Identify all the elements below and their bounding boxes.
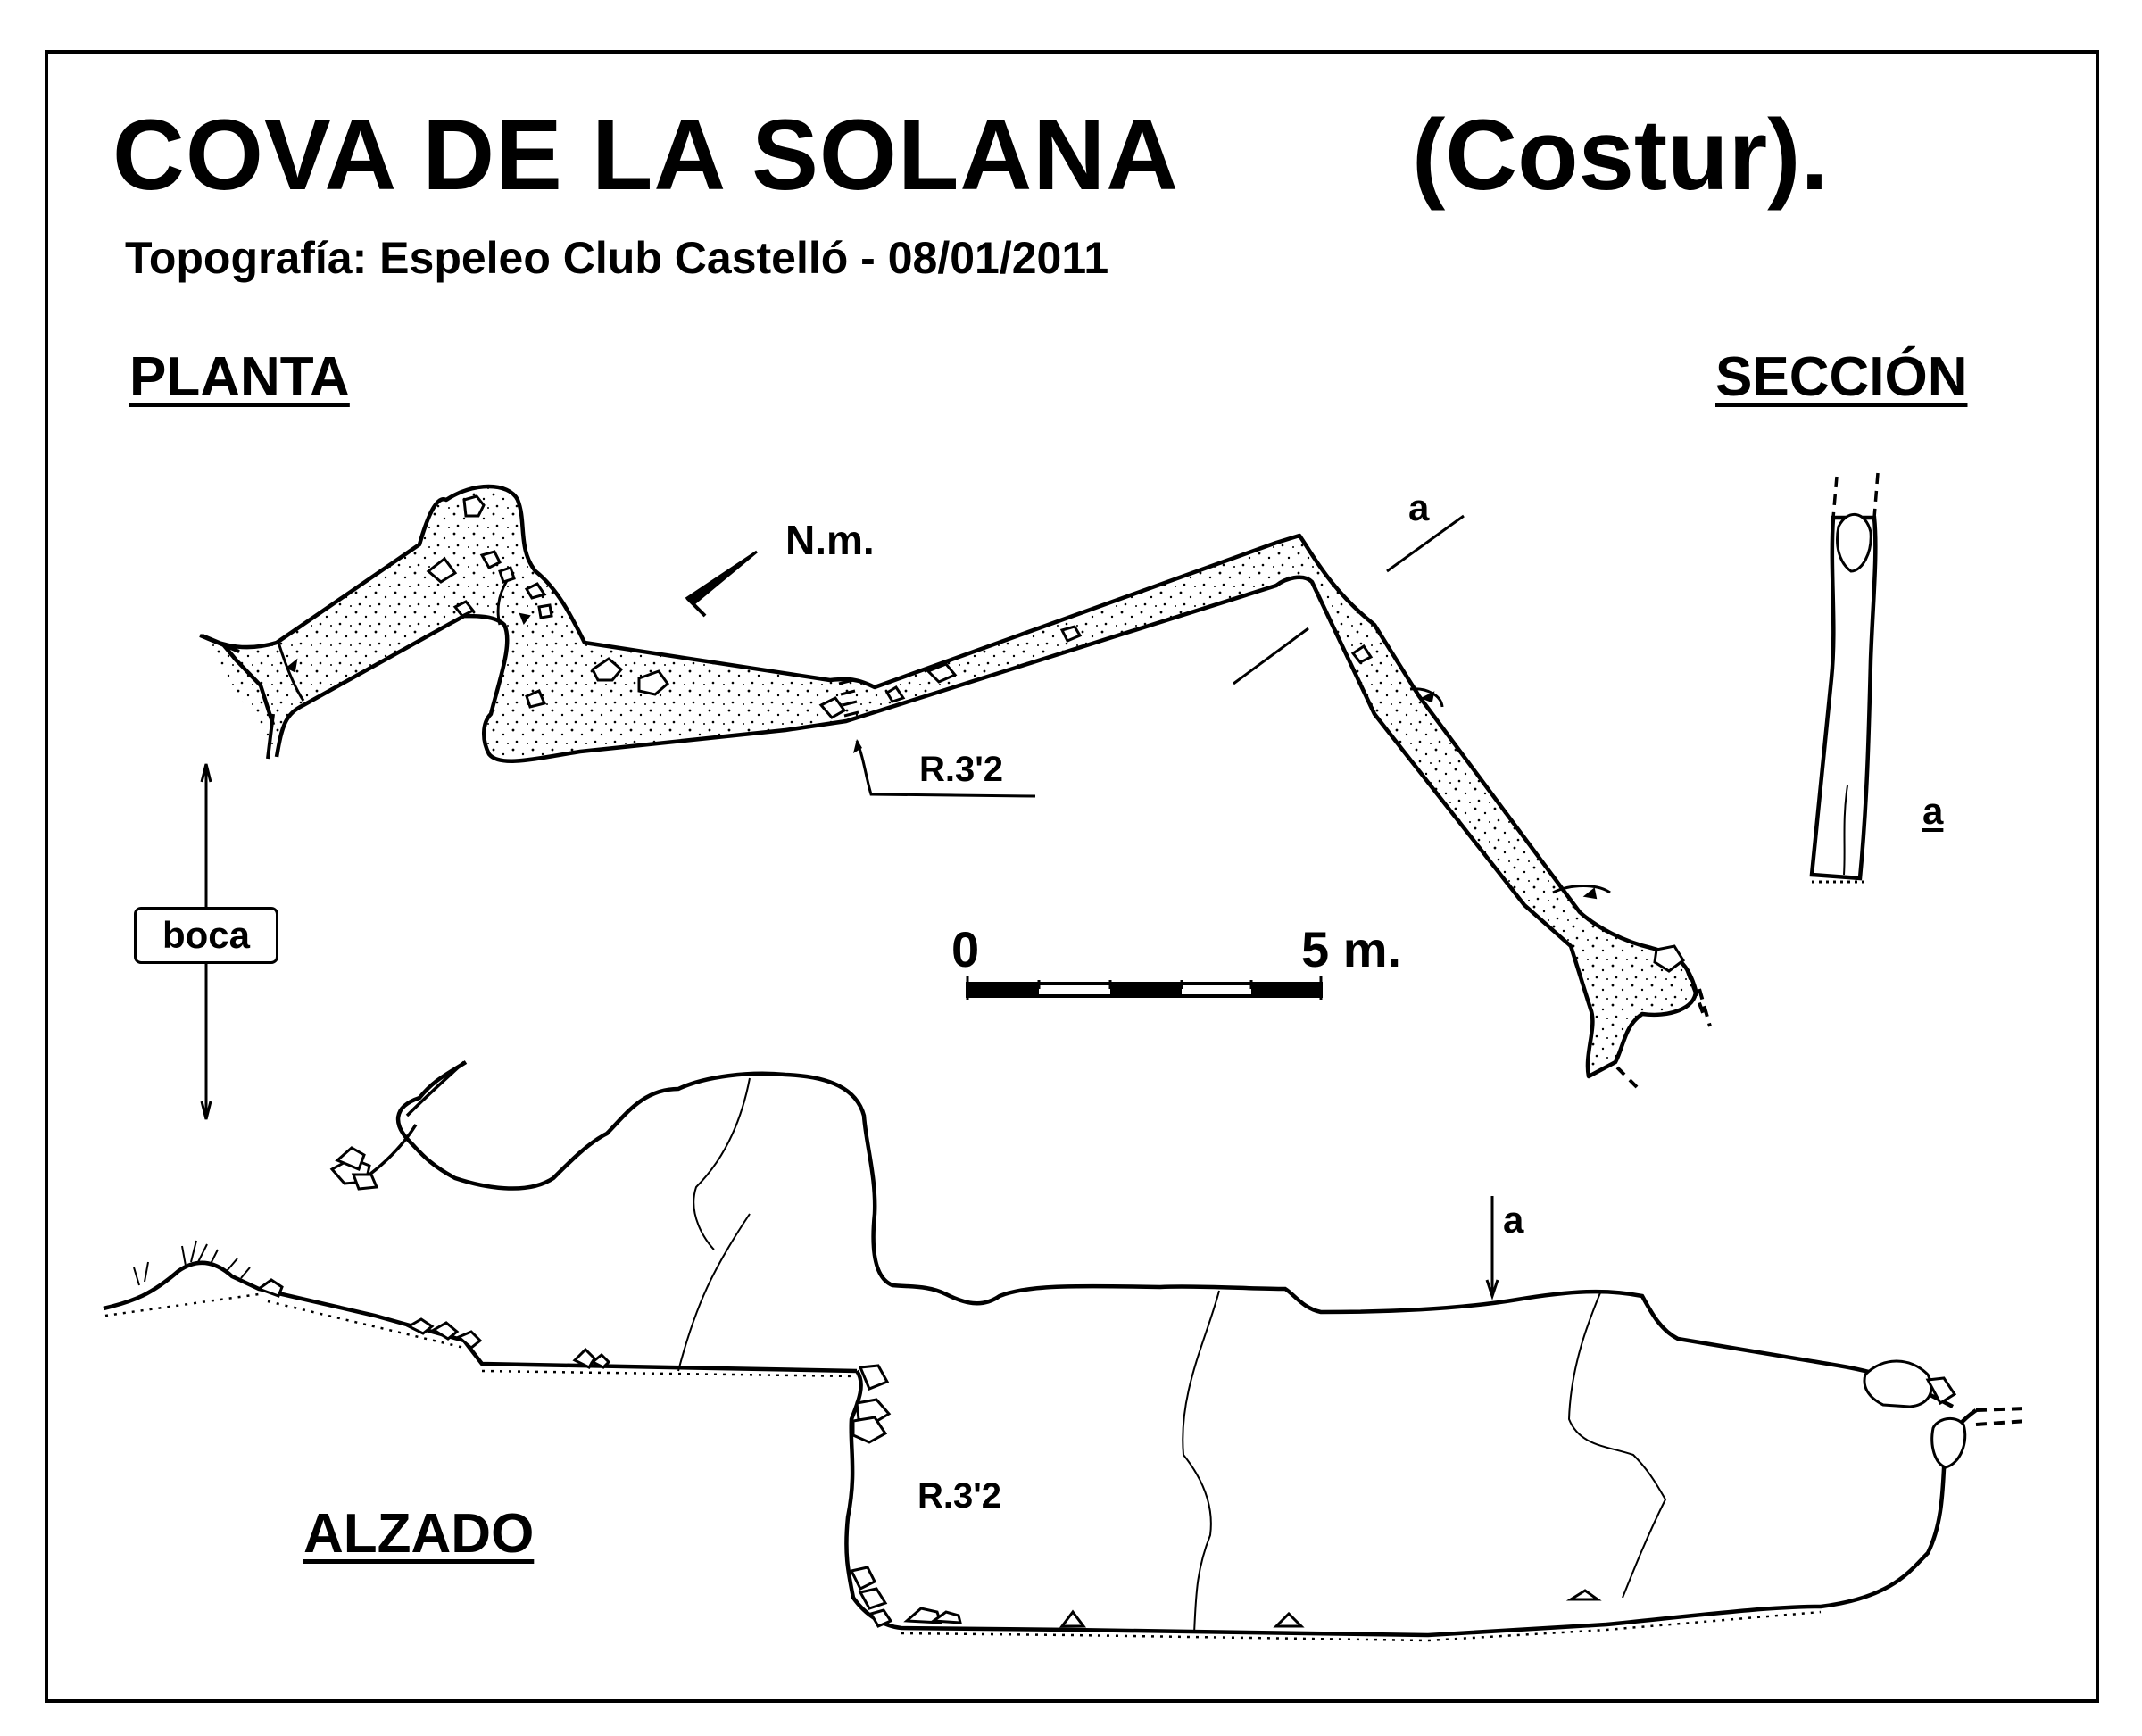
elevation-view bbox=[103, 1060, 2029, 1642]
section-mark-label-elevation: a bbox=[1503, 1199, 1524, 1241]
scale-end-label: 5 m. bbox=[1301, 921, 1402, 977]
map-title: COVA DE LA SOLANA bbox=[112, 99, 1180, 211]
entrance-elevation-marker bbox=[200, 763, 212, 1120]
plan-continuation-dashes bbox=[1615, 968, 1712, 1089]
survey-credits: Topografía: Espeleo Club Castelló - 08/0… bbox=[125, 233, 1109, 283]
section-outline bbox=[1809, 515, 1878, 881]
section-mark-label-plan: a bbox=[1408, 486, 1430, 528]
grass-tufts bbox=[133, 1240, 251, 1286]
drop-label-plan: R.3'2 bbox=[919, 750, 1004, 789]
elevation-upper-lines bbox=[368, 1060, 466, 1176]
elevation-ceiling bbox=[395, 1060, 1955, 1408]
elevation-section-arrow bbox=[1485, 1196, 1499, 1300]
plan-boulders bbox=[426, 494, 1686, 973]
section-view-label: SECCIÓN bbox=[1715, 346, 1968, 408]
elevation-cracks bbox=[677, 1077, 1667, 1634]
end-continuation-dashes bbox=[1975, 1407, 2029, 1426]
section-crack bbox=[1843, 785, 1848, 876]
drop-marker-arrowhead bbox=[853, 739, 862, 753]
floor-stipple bbox=[901, 1610, 1822, 1642]
entrance-label: boca bbox=[134, 907, 278, 964]
scale-bar bbox=[966, 976, 1323, 1000]
end-boulders bbox=[1863, 1359, 1967, 1469]
map-frame bbox=[45, 50, 2099, 1703]
elevation-entrance-boulders bbox=[329, 1146, 379, 1191]
plan-entrance-lines bbox=[199, 634, 275, 760]
drop-label-elevation: R.3'2 bbox=[917, 1476, 1002, 1516]
north-label: N.m. bbox=[785, 517, 875, 563]
section-boulder bbox=[1836, 512, 1872, 573]
plan-cross-lines bbox=[277, 572, 1611, 894]
section-line-a bbox=[1233, 514, 1465, 685]
surface-stipple bbox=[104, 1292, 858, 1378]
plan-view-label: PLANTA bbox=[129, 346, 350, 408]
elevation-surface bbox=[103, 1260, 858, 1374]
section-mark-label-section: a bbox=[1922, 790, 1944, 832]
surface-boulders bbox=[255, 1278, 611, 1369]
drop-boulders bbox=[849, 1364, 893, 1628]
cross-section-view bbox=[1809, 472, 1880, 884]
elevation-wall bbox=[844, 1369, 1978, 1638]
plan-flow-arrows bbox=[286, 612, 1598, 900]
floor-boulders bbox=[903, 1589, 1602, 1628]
scale-start-label: 0 bbox=[951, 921, 980, 977]
map-subtitle: (Costur). bbox=[1412, 99, 1829, 211]
plan-drop-marker bbox=[838, 678, 1036, 798]
section-upper-dashes bbox=[1831, 472, 1880, 519]
elevation-view-label: ALZADO bbox=[303, 1503, 535, 1565]
plan-view bbox=[199, 484, 1712, 1089]
north-arrow-icon bbox=[685, 550, 758, 618]
